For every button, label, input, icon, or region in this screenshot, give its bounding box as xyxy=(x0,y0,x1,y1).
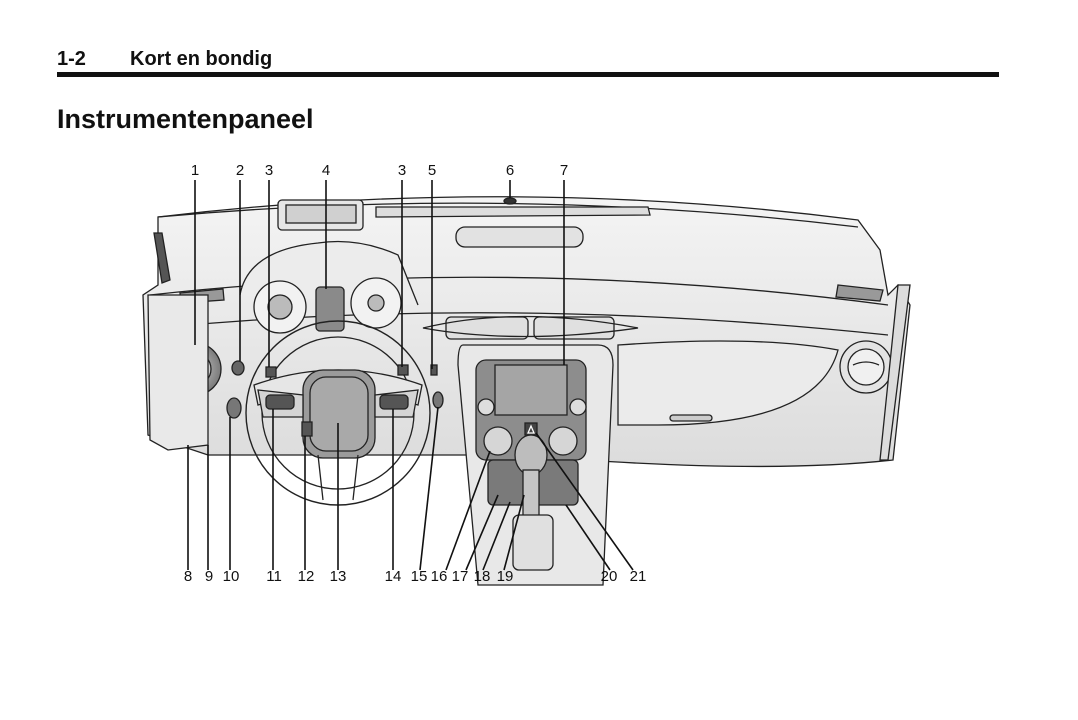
callout-6: 6 xyxy=(505,162,515,179)
leader-lines xyxy=(187,180,634,571)
callout-2: 2 xyxy=(235,162,245,179)
callout-16: 16 xyxy=(430,568,448,585)
callout-4: 4 xyxy=(321,162,331,179)
callout-5: 5 xyxy=(427,162,437,179)
section-title: Kort en bondig xyxy=(130,48,273,70)
callout-3-right: 3 xyxy=(397,162,407,179)
callout-17: 17 xyxy=(451,568,469,585)
callout-15: 15 xyxy=(410,568,428,585)
instrument-panel-illustration xyxy=(142,180,911,586)
callout-8: 8 xyxy=(183,568,193,585)
callout-12: 12 xyxy=(297,568,315,585)
callout-11: 11 xyxy=(266,568,282,585)
steering-wheel xyxy=(245,320,431,506)
callout-10: 10 xyxy=(222,568,240,585)
callout-9: 9 xyxy=(204,568,214,585)
callout-1: 1 xyxy=(190,162,200,179)
callout-19: 19 xyxy=(496,568,514,585)
callout-14: 14 xyxy=(384,568,402,585)
defrost-vents xyxy=(375,206,651,218)
page-header: 1-2 Kort en bondig xyxy=(57,48,999,78)
callout-7: 7 xyxy=(559,162,569,179)
callout-21: 21 xyxy=(629,568,647,585)
section-number: 1-2 xyxy=(57,48,86,70)
header-rule xyxy=(57,72,999,77)
instrument-panel-figure: 1 2 3 4 3 5 6 7 8 9 10 11 12 13 14 15 16… xyxy=(58,155,998,590)
callout-20: 20 xyxy=(600,568,618,585)
callout-13: 13 xyxy=(329,568,347,585)
callout-18: 18 xyxy=(473,568,491,585)
callout-3-left: 3 xyxy=(264,162,274,179)
page-title: Instrumentenpaneel xyxy=(57,104,314,134)
